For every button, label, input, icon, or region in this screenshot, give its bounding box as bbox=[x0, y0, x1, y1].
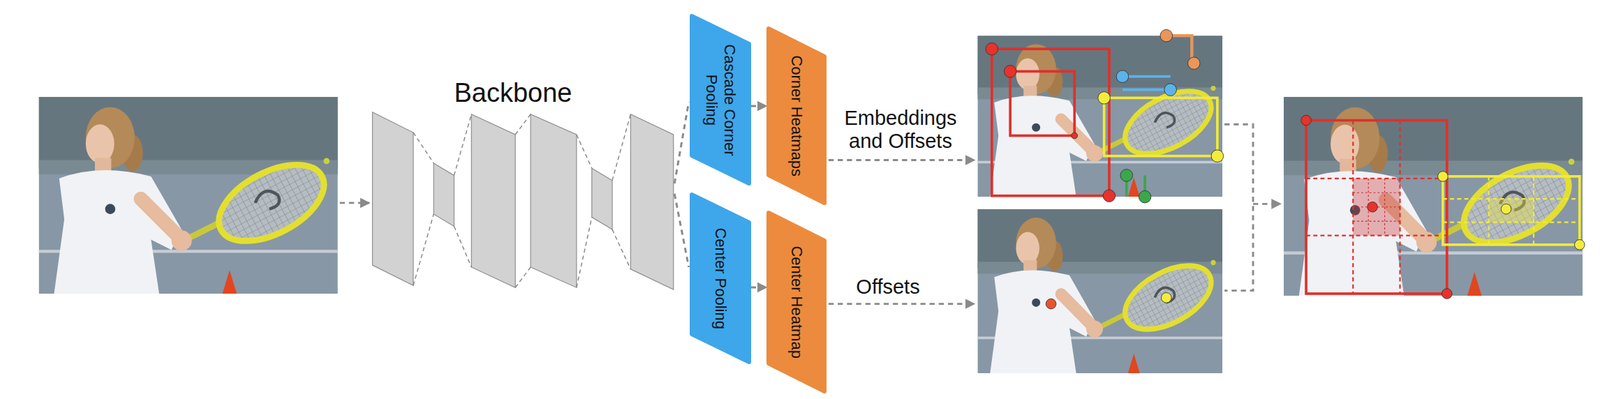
illustration-part bbox=[1574, 240, 1585, 251]
illustration-part bbox=[576, 134, 592, 288]
illustration-part bbox=[1071, 132, 1078, 139]
module-outline bbox=[691, 194, 750, 363]
pooling-module: Cascade Corner Pooling bbox=[689, 13, 752, 186]
illustration-part bbox=[1352, 178, 1400, 236]
illustration-part bbox=[1003, 65, 1017, 79]
illustration-part bbox=[612, 114, 631, 270]
illustration-part bbox=[674, 101, 689, 184]
backbone-layer bbox=[433, 163, 454, 227]
illustration-part bbox=[1352, 178, 1400, 236]
module-outline bbox=[691, 16, 750, 184]
illustration-part bbox=[515, 114, 531, 288]
backbone-layer bbox=[471, 114, 516, 288]
edge-label: Embeddings and Offsets bbox=[828, 106, 973, 154]
module-label: Center Heatmap bbox=[787, 230, 806, 375]
module-label: Cascade Corner Pooling bbox=[702, 33, 740, 167]
illustration-part bbox=[1187, 57, 1200, 70]
output-image bbox=[1283, 97, 1583, 296]
center-image bbox=[977, 209, 1223, 374]
illustration-part bbox=[1138, 190, 1152, 204]
illustration-part bbox=[1120, 169, 1133, 183]
module-outline bbox=[768, 28, 825, 204]
illustration-part bbox=[1367, 201, 1379, 213]
illustration-part bbox=[1301, 115, 1312, 126]
module-text: Center Heatmap bbox=[787, 230, 806, 375]
output-annotations bbox=[1301, 115, 1585, 299]
illustration-part bbox=[1160, 29, 1173, 42]
backbone-network bbox=[372, 112, 674, 290]
module-outline bbox=[768, 212, 825, 392]
module-text: Corner Heatmaps bbox=[787, 46, 806, 186]
illustration-part bbox=[1116, 70, 1129, 84]
illustration-part bbox=[453, 114, 472, 268]
heatmap-module: Corner Heatmaps bbox=[766, 26, 827, 206]
edge-label: Offsets bbox=[853, 275, 922, 299]
backbone-links bbox=[413, 114, 631, 288]
illustration-part bbox=[1160, 293, 1172, 304]
illustration-part bbox=[985, 42, 999, 56]
module-text: Center Pooling bbox=[711, 212, 730, 345]
illustration-part bbox=[1489, 198, 1534, 223]
illustration-part bbox=[1306, 120, 1448, 294]
illustration-part bbox=[1441, 289, 1453, 300]
backbone-layer bbox=[530, 114, 577, 288]
center-annotations bbox=[1045, 293, 1172, 310]
illustration-part bbox=[1500, 203, 1512, 215]
input-image bbox=[39, 97, 338, 294]
illustration-part bbox=[1306, 120, 1448, 294]
illustration-part bbox=[339, 201, 370, 204]
illustration-part bbox=[1098, 92, 1111, 105]
illustration-part bbox=[1122, 76, 1171, 91]
corner-image bbox=[977, 35, 1223, 197]
illustration-part bbox=[413, 132, 434, 286]
illustration-part bbox=[674, 194, 689, 268]
illustration-part bbox=[1301, 115, 1585, 299]
illustration-part bbox=[1010, 71, 1075, 136]
illustration-part bbox=[1102, 189, 1116, 203]
illustration-part bbox=[1211, 150, 1224, 163]
illustration-part bbox=[1438, 171, 1449, 183]
illustration-part bbox=[991, 48, 1110, 196]
module-label: Corner Heatmaps bbox=[787, 46, 806, 186]
backbone-layer bbox=[372, 112, 414, 286]
illustration-part bbox=[985, 29, 1224, 203]
pooling-module: Center Pooling bbox=[689, 192, 752, 365]
module-text: Cascade Corner Pooling bbox=[702, 33, 740, 167]
flow-connector bbox=[751, 105, 767, 108]
heatmap-module: Center Heatmap bbox=[766, 210, 827, 394]
stage-label: Backbone bbox=[451, 78, 574, 109]
module-label: Center Pooling bbox=[711, 212, 730, 345]
illustration-part bbox=[1164, 83, 1177, 97]
backbone-layer bbox=[591, 168, 613, 230]
backbone-layer bbox=[630, 114, 673, 290]
corner-annotations bbox=[985, 29, 1224, 203]
illustration-part bbox=[1253, 203, 1281, 206]
illustration-part bbox=[1104, 97, 1218, 156]
illustration-part bbox=[1442, 176, 1580, 246]
illustration-part bbox=[1045, 298, 1057, 310]
illustration-part bbox=[828, 159, 975, 162]
flow-connector bbox=[751, 286, 767, 290]
illustration-part bbox=[828, 302, 975, 306]
illustration-part bbox=[1224, 124, 1254, 291]
illustration-part bbox=[1442, 176, 1580, 246]
